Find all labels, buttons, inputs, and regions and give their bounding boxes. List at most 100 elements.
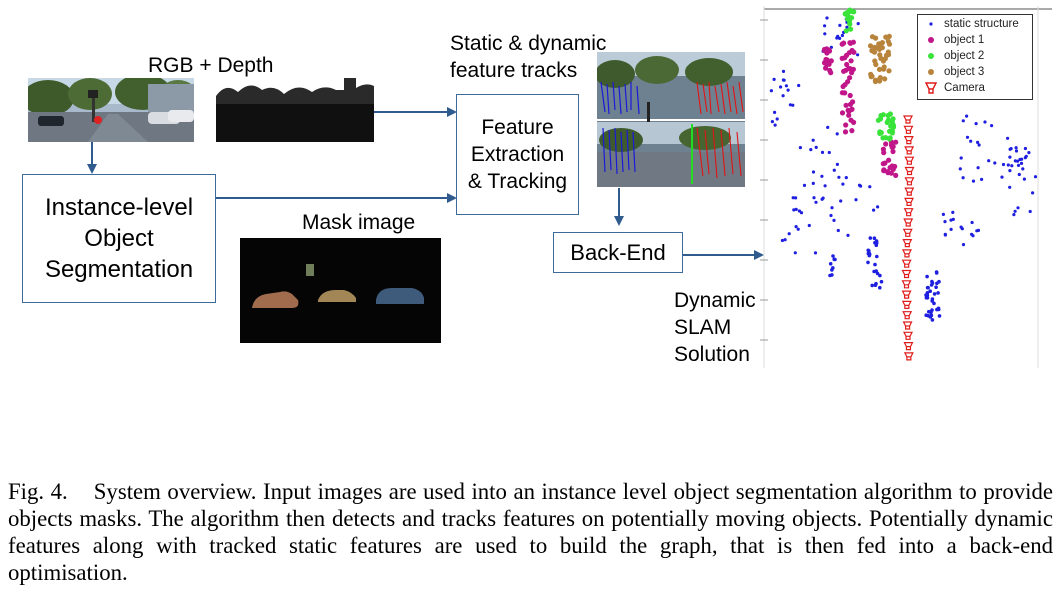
static-structure-point <box>788 103 792 107</box>
static-structure-point <box>791 196 795 200</box>
static-structure-point <box>873 262 877 267</box>
static-structure-point <box>1008 185 1012 189</box>
static-structure-point <box>930 308 934 312</box>
static-structure-point <box>786 88 790 92</box>
camera-pose <box>901 249 912 258</box>
rgb-image <box>28 78 194 142</box>
camera-pose <box>902 311 913 320</box>
static-structure-point <box>838 36 842 40</box>
camera-pose <box>903 136 914 145</box>
camera-pose <box>902 239 913 248</box>
object-1-marker-icon <box>928 37 934 43</box>
static-structure-point <box>980 177 984 181</box>
static-structure-point <box>1016 206 1020 210</box>
static-structure-point <box>943 220 947 224</box>
static-structure-point <box>856 22 860 26</box>
static-structure-point <box>794 225 798 229</box>
camera-pose <box>904 166 915 176</box>
figure-caption: Fig. 4.System overview. Input images are… <box>8 478 1053 586</box>
static-structure-point <box>987 159 991 163</box>
object-3-point <box>872 58 878 64</box>
static-structure-point <box>958 167 962 171</box>
static-structure-point <box>836 228 840 233</box>
static-structure-point <box>878 273 882 278</box>
object-1-point <box>893 172 899 178</box>
camera-pose <box>902 228 913 237</box>
object-1-point <box>839 110 846 116</box>
static-structure-point <box>814 145 818 149</box>
object-2-point <box>843 28 849 34</box>
dynamic-slam-solution-label: Dynamic SLAM Solution <box>674 289 756 366</box>
object-1-point <box>885 170 891 176</box>
object-1-point <box>827 67 833 73</box>
static-structure-point <box>811 138 815 142</box>
static-structure-point <box>976 140 980 144</box>
mask-image-label: Mask image <box>302 211 416 234</box>
object-3-marker-icon <box>928 69 934 75</box>
static-structure-point <box>798 146 802 150</box>
static-structure-point <box>840 33 844 38</box>
object-3-point <box>869 73 875 79</box>
static-structure-point <box>820 150 825 154</box>
object-3-point <box>876 66 883 72</box>
legend-item-static-structure: static structure <box>918 16 1032 32</box>
object-2-point <box>890 116 896 122</box>
camera-marker-icon <box>925 82 937 94</box>
static-structure-point <box>823 24 827 28</box>
static-structure-point <box>780 238 784 243</box>
static-structure-point <box>1021 167 1025 171</box>
static-structure-point <box>770 120 774 124</box>
static-structure-point <box>841 182 845 186</box>
static-dynamic-tracks-label: Static & dynamic feature tracks <box>450 32 607 82</box>
object-1-point <box>842 129 849 135</box>
static-structure-point <box>796 227 800 231</box>
static-structure-point <box>961 119 965 123</box>
static-structure-point <box>779 85 783 89</box>
static-structure-point <box>846 233 850 237</box>
static-structure-point <box>934 271 939 275</box>
static-structure-marker-icon <box>929 22 933 26</box>
object-3-point <box>872 78 879 85</box>
legend-item-camera: Camera <box>918 80 1032 96</box>
camera-pose <box>904 156 915 165</box>
caption-text: System overview. Input images are used i… <box>8 479 1053 585</box>
legend-item-object-2: object 2 <box>918 48 1032 64</box>
object-1-point <box>848 58 854 64</box>
static-structure-point <box>781 94 785 98</box>
object-1-point <box>847 75 853 81</box>
legend-label: Camera <box>944 82 985 94</box>
static-structure-point <box>832 218 836 222</box>
static-structure-point <box>1008 169 1012 173</box>
camera-pose <box>902 321 913 330</box>
object-1-point <box>846 66 852 72</box>
object-2-point <box>889 129 895 135</box>
camera-pose <box>904 146 915 155</box>
static-structure-point <box>859 184 863 188</box>
static-structure-point <box>820 174 824 178</box>
static-structure-point <box>826 125 830 129</box>
static-structure-point <box>833 257 837 262</box>
object-1-point <box>839 90 845 96</box>
static-structure-point <box>811 181 815 185</box>
object-3-point <box>882 76 888 82</box>
camera-pose <box>901 280 912 289</box>
static-structure-point <box>961 243 966 247</box>
static-structure-point <box>794 207 798 211</box>
static-structure-point <box>971 234 975 238</box>
static-structure-point <box>797 83 801 88</box>
static-structure-point <box>927 309 931 314</box>
object-1-point <box>839 41 845 47</box>
object-1-point <box>883 141 889 147</box>
static-structure-point <box>832 168 836 172</box>
rgb-depth-label: RGB + Depth <box>148 54 274 77</box>
object-2-point <box>885 117 891 123</box>
object-1-point <box>843 52 850 59</box>
static-structure-point <box>823 184 827 188</box>
object-2-point <box>845 16 851 22</box>
camera-pose <box>903 218 914 227</box>
object-3-point <box>867 43 874 49</box>
static-structure-point <box>1010 164 1014 168</box>
static-structure-point <box>1023 156 1027 160</box>
static-structure-point <box>827 150 831 155</box>
static-structure-point <box>783 238 787 242</box>
